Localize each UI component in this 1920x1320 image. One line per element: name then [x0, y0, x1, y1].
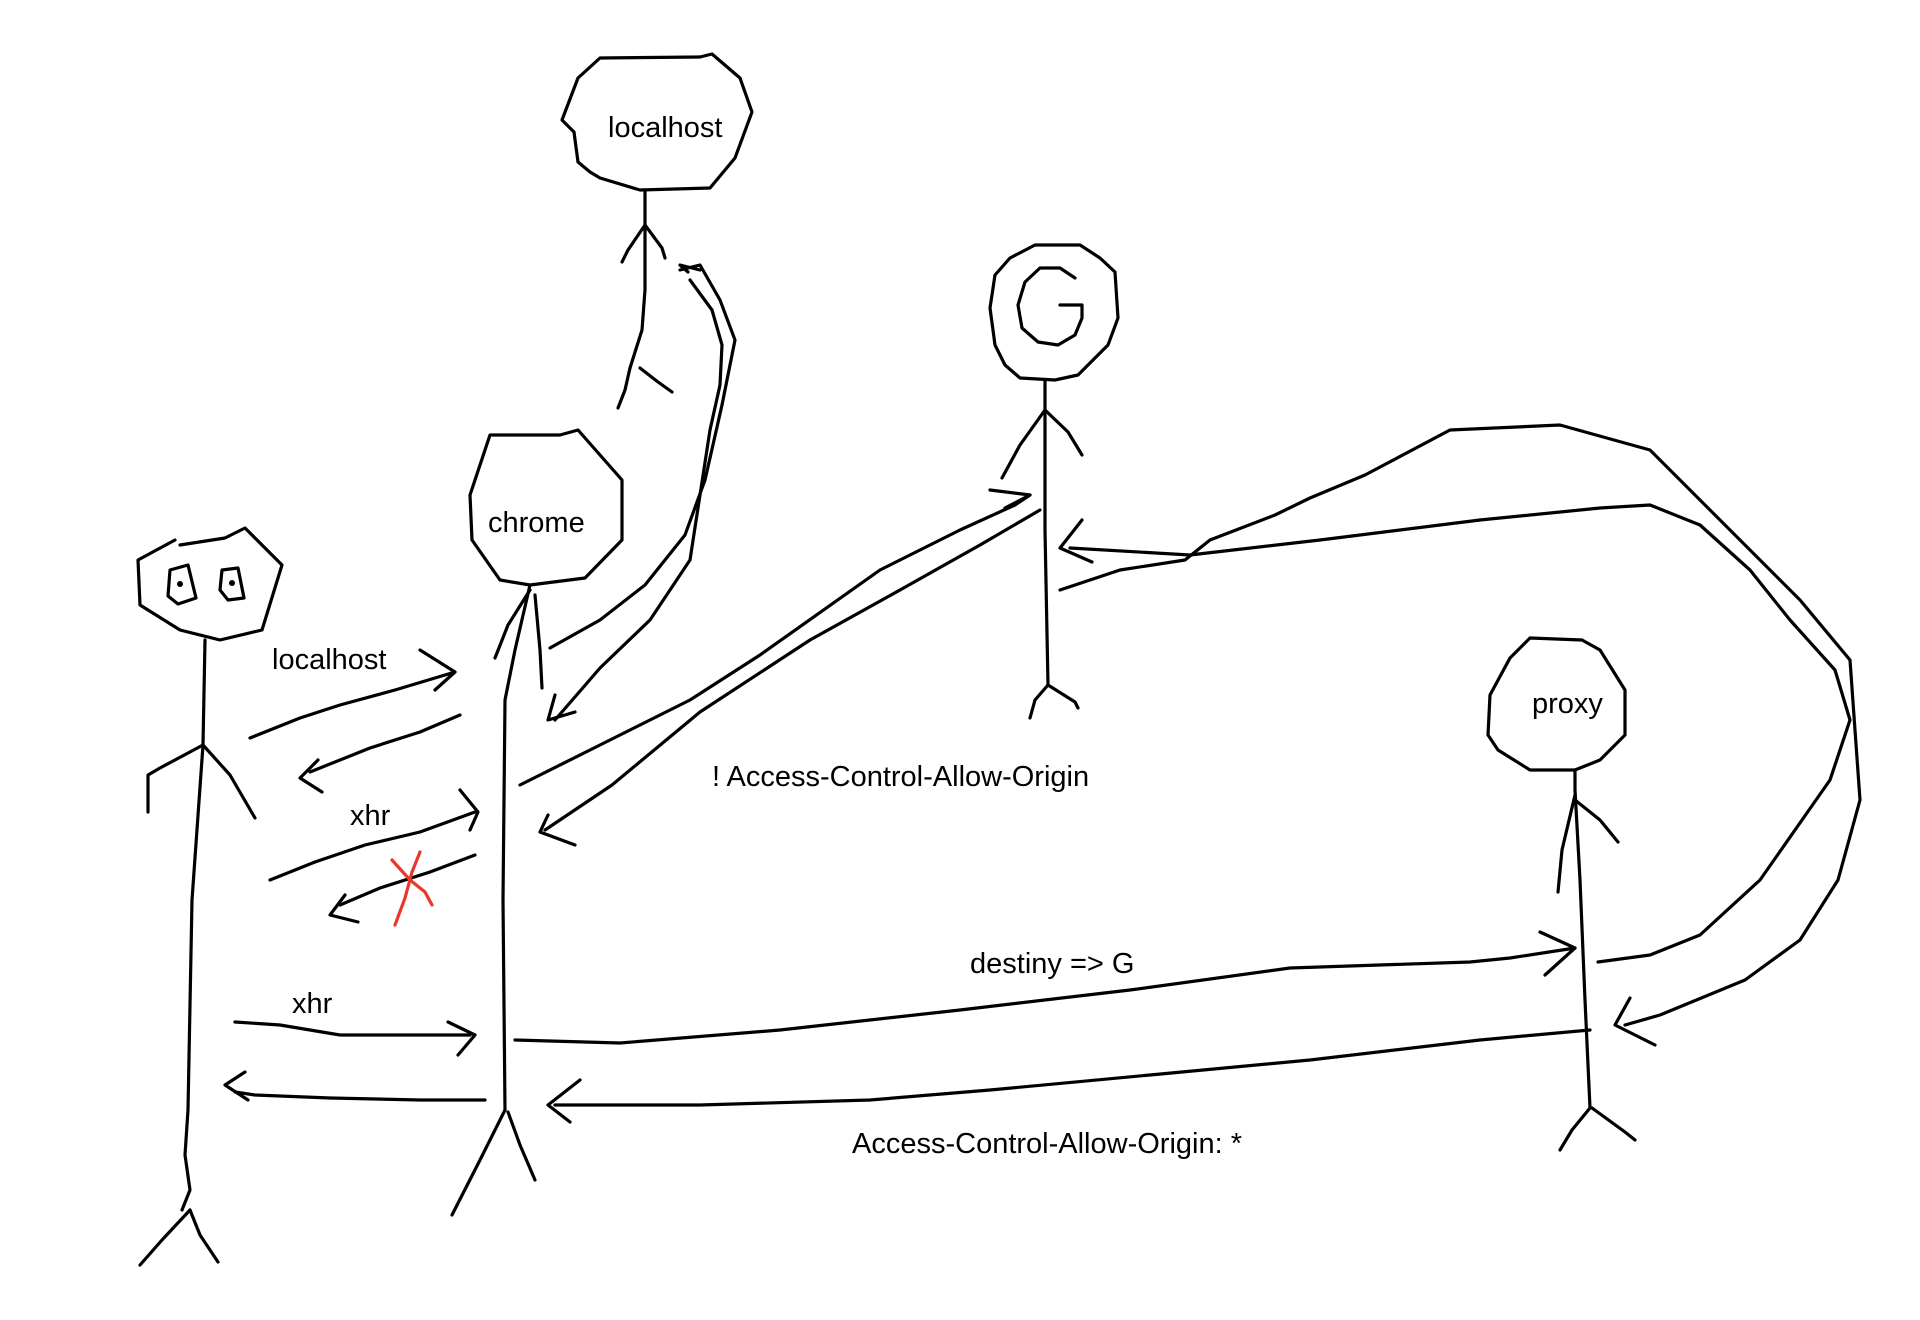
edge-label-xhr-proxy: xhr: [292, 988, 333, 1020]
localhost-leg-right: [638, 366, 674, 394]
edge-user-to-chrome-localhost: [248, 648, 457, 740]
edge-chrome-to-localhost: [548, 263, 737, 650]
arrowhead-proxy-to-google: [1058, 518, 1094, 564]
arrow-chrome-to-google: [518, 493, 1032, 787]
chrome-arm-left: [493, 588, 532, 660]
user-head: [136, 526, 284, 642]
edge-label-no-acao: ! Access-Control-Allow-Origin: [712, 761, 1090, 793]
arrow-chrome-to-user-xhr: [338, 853, 477, 907]
arrowhead-chrome-to-google: [988, 488, 1032, 510]
arrowhead-google-to-proxy: [1613, 996, 1657, 1047]
user-pupil-left: [177, 581, 183, 587]
arrowhead-user-to-chrome-xhr-proxy: [446, 1020, 477, 1057]
arrowhead-localhost-to-chrome: [546, 693, 577, 722]
arrow-google-to-proxy: [1058, 423, 1862, 1027]
arrowhead-google-to-chrome: [538, 813, 577, 847]
arrow-user-to-chrome-xhr-proxy: [233, 1020, 472, 1037]
arrowhead-user-to-chrome-localhost: [418, 648, 457, 692]
edge-chrome-to-proxy: [513, 930, 1577, 1045]
user-leg-right: [188, 1208, 220, 1264]
edge-label-localhost: localhost: [272, 644, 387, 676]
localhost-node-label: localhost: [608, 112, 723, 144]
edge-chrome-to-user-xhr-proxy: [223, 1070, 487, 1102]
chrome-arm-right: [533, 593, 544, 690]
localhost-body: [628, 188, 647, 370]
arrow-user-to-chrome-localhost: [248, 670, 457, 740]
proxy-leg-left: [1558, 1106, 1592, 1152]
edge-user-to-chrome-xhr-proxy: [233, 1020, 477, 1057]
edge-user-to-chrome-xhr-blocked: [268, 788, 480, 882]
arrowhead-user-to-chrome-xhr: [458, 788, 480, 832]
user-eye-left: [166, 563, 198, 606]
user-leg-left: [138, 1208, 192, 1267]
edge-proxy-to-chrome: [546, 1028, 1592, 1124]
chrome-leg-left: [450, 1108, 507, 1217]
edge-google-to-proxy: [1058, 423, 1862, 1047]
arrow-chrome-to-proxy: [513, 946, 1577, 1045]
edge-proxy-to-google: [1058, 503, 1852, 964]
google-arm-left: [1000, 408, 1047, 480]
blocked-x-stroke-2: [393, 850, 422, 927]
chrome-leg-right: [506, 1110, 537, 1182]
user-eye-right: [218, 566, 246, 602]
google-head: [988, 243, 1120, 382]
proxy-body: [1573, 768, 1592, 1110]
user-arm-right: [201, 743, 257, 820]
localhost-arm-right: [643, 223, 667, 260]
arrowhead-proxy-to-chrome: [546, 1078, 582, 1124]
google-leg-right: [1046, 683, 1080, 710]
proxy-figure: [1486, 636, 1637, 1152]
proxy-arm-right: [1573, 798, 1620, 844]
arrowhead-chrome-to-localhost: [678, 263, 702, 274]
localhost-arm-left: [620, 223, 647, 264]
google-arm-right: [1043, 408, 1084, 457]
arrowhead-chrome-to-user-localhost: [298, 758, 324, 794]
arrow-proxy-to-google: [1068, 503, 1852, 964]
localhost-leg-left: [616, 366, 632, 410]
arrow-chrome-to-localhost: [548, 263, 737, 650]
edge-chrome-to-user-xhr-blocked: [328, 853, 477, 924]
edge-chrome-to-google: [518, 488, 1032, 787]
arrowhead-chrome-to-user-xhr-proxy: [223, 1070, 250, 1102]
google-figure: [988, 243, 1120, 720]
user-arm-left: [146, 743, 205, 814]
arrow-proxy-to-chrome: [553, 1028, 1592, 1107]
edge-label-xhr-blocked: xhr: [350, 800, 391, 832]
chrome-figure: [450, 428, 624, 1217]
arrow-localhost-to-chrome: [553, 278, 724, 722]
google-g-glyph: [1016, 266, 1084, 347]
edge-label-acao-star: Access-Control-Allow-Origin: *: [852, 1128, 1242, 1160]
blocked-x-stroke-1: [390, 858, 434, 907]
edge-google-to-chrome: [538, 508, 1042, 847]
arrowhead-chrome-to-user-xhr: [328, 893, 360, 924]
arrow-google-to-chrome: [543, 508, 1042, 832]
user-pupil-right: [229, 580, 235, 586]
localhost-head: [560, 52, 754, 192]
proxy-arm-left: [1556, 793, 1577, 894]
chrome-body: [501, 583, 532, 1112]
google-leg-left: [1028, 683, 1050, 720]
arrow-chrome-to-user-localhost: [308, 713, 462, 774]
edge-label-destiny: destiny => G: [970, 948, 1135, 980]
proxy-node-label: proxy: [1532, 688, 1603, 720]
arrow-user-to-chrome-xhr: [268, 810, 477, 882]
proxy-leg-right: [1590, 1106, 1637, 1142]
google-body: [1043, 378, 1050, 687]
blocked-x-mark: [390, 850, 434, 927]
user-body: [180, 638, 207, 1212]
edge-chrome-to-user-localhost: [298, 713, 462, 794]
chrome-head: [468, 428, 624, 587]
arrow-chrome-to-user-xhr-proxy: [233, 1090, 487, 1102]
chrome-node-label: chrome: [488, 507, 585, 539]
localhost-figure: [560, 52, 754, 410]
user-figure: [136, 526, 284, 1267]
edge-localhost-to-chrome: [546, 278, 724, 722]
arrowhead-chrome-to-proxy: [1538, 930, 1577, 977]
